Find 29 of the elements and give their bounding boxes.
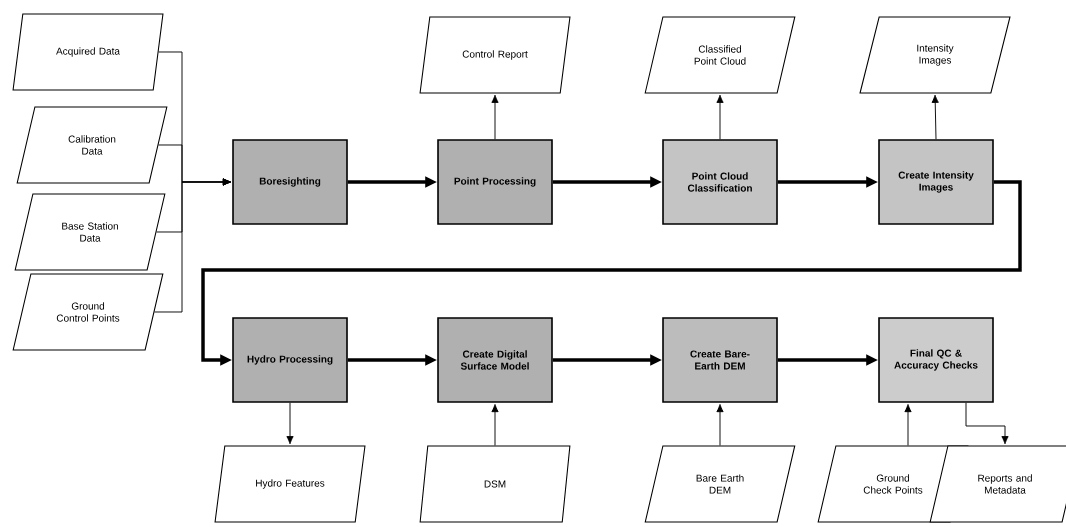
data-parallelogram: Bare Earth DEM [644,445,796,523]
data-parallelogram: Intensity Images [859,16,1011,94]
process-box: Create Digital Surface Model [437,317,553,403]
data-parallelogram: Acquired Data [12,13,164,91]
process-box: Hydro Processing [232,317,348,403]
data-parallelogram: Reports and Metadata [929,445,1066,523]
data-parallelogram: Hydro Features [214,445,366,523]
process-box: Point Cloud Classification [662,139,778,225]
arrow [716,94,724,140]
data-parallelogram: Base Station Data [14,193,166,271]
data-parallelogram: Control Report [419,16,571,94]
process-box: Boresighting [232,139,348,225]
data-parallelogram: Calibration Data [16,106,168,184]
node-label: Reports and Metadata [978,474,1032,494]
arrow [154,178,231,313]
arrow [286,402,294,445]
arrow [931,94,939,140]
arrow [965,402,1009,445]
process-box: Point Processing [437,139,553,225]
arrow [904,404,912,446]
data-parallelogram: Ground Control Points [12,273,164,351]
arrow [491,94,499,140]
data-parallelogram: Classified Point Cloud [644,16,796,94]
data-parallelogram: DSM [419,445,571,523]
arrow [716,404,724,446]
arrow [491,404,499,446]
process-box: Final QC & Accuracy Checks [878,317,994,403]
process-box: Create Intensity Images [878,139,994,225]
process-box: Create Bare-Earth DEM [662,317,778,403]
